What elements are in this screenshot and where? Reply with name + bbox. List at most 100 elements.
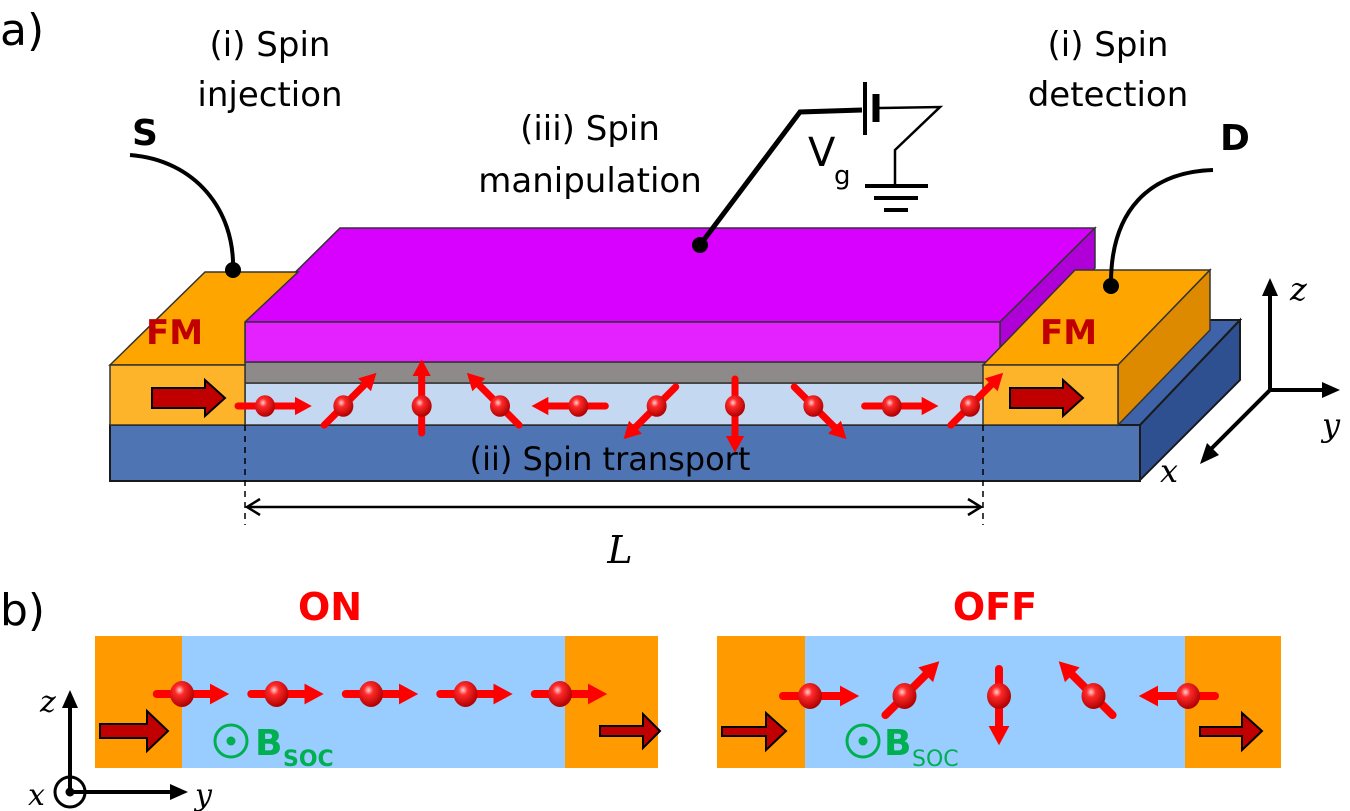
spin-1 [320, 372, 377, 429]
source-wire [129, 153, 236, 271]
magnetization-arrow-off-right [1199, 710, 1264, 753]
spin-arrowhead [304, 683, 324, 705]
spin-3 [1058, 661, 1117, 720]
off-state-panel: B SOC [717, 636, 1281, 772]
spin-4 [531, 395, 609, 417]
panel-b-label: b) [0, 585, 45, 636]
spin-precession-a [234, 359, 1004, 453]
detection-label-2: detection [1028, 75, 1189, 115]
on-title: ON [298, 585, 362, 629]
axis-y-label: y [1320, 406, 1341, 444]
bsoc-sub-off: SOC [912, 747, 959, 772]
detection-label-1: (i) Spin [1048, 25, 1169, 65]
bsoc-out-of-plane-icon-off [845, 723, 881, 759]
axes-2d: z y x [28, 685, 213, 811]
electron-ball [646, 395, 667, 417]
on-state-panel: B SOC [95, 636, 662, 772]
spin-arrowhead [588, 683, 608, 705]
drain-label: D [1220, 118, 1250, 159]
magnetization-arrow-off-left [721, 710, 788, 753]
electron-ball [411, 395, 432, 417]
spin-0 [234, 395, 312, 417]
spin-arrowhead [493, 683, 513, 705]
bsoc-out-of-plane-icon [213, 723, 249, 759]
spin-arrowhead [358, 372, 377, 392]
gate-voltage-sub: g [834, 161, 851, 191]
axes-3d: z y x [1160, 270, 1341, 490]
spin-arrowhead [840, 685, 860, 707]
drain-wire [1108, 168, 1214, 287]
magnetization-arrow-on-right [599, 711, 662, 751]
electron-ball [333, 395, 354, 417]
gate-electrode [243, 226, 1097, 364]
electron-ball [1081, 683, 1106, 709]
axis-z-label: z [1289, 270, 1308, 308]
electron-ball [892, 683, 917, 709]
fm-right-label: FM [1040, 313, 1097, 353]
length-dimension: L [244, 425, 984, 572]
spin-7 [790, 383, 847, 440]
electron-ball [255, 395, 275, 417]
source-contact-dot [225, 262, 241, 278]
spin-3 [466, 372, 523, 429]
magnetization-arrow-left [151, 377, 227, 419]
off-title: OFF [953, 585, 1037, 629]
gate-contact-dot [692, 237, 708, 253]
injection-label-2: injection [197, 75, 342, 115]
spin-3 [436, 681, 513, 707]
panel-a-label: a) [0, 5, 44, 56]
spins-on [152, 681, 608, 707]
spin-4 [530, 681, 608, 707]
spin-2 [987, 665, 1011, 746]
spin-2 [411, 359, 432, 437]
transport-label: (ii) Spin transport [470, 440, 751, 478]
bsoc-label-on: B [255, 723, 282, 764]
gate-voltage-label: V [808, 130, 836, 176]
spin-arrowhead [466, 372, 486, 392]
length-label: L [606, 528, 632, 572]
electron-ball [170, 681, 194, 707]
manipulation-label-2: manipulation [478, 161, 702, 201]
spin-arrowhead [210, 683, 230, 705]
fm-source: FM [108, 271, 300, 426]
electron-ball [490, 395, 510, 417]
bsoc-sub-on: SOC [283, 747, 334, 772]
spin-arrowhead [828, 420, 847, 440]
spin-arrowhead [623, 420, 642, 440]
gate-circuit: V g [692, 82, 944, 253]
spin-1 [881, 661, 940, 720]
fm-right-off [1185, 636, 1281, 768]
spin-arrowhead [531, 396, 549, 416]
spin-arrowhead [295, 396, 312, 416]
spin-5 [623, 383, 680, 440]
electron-ball [359, 681, 383, 707]
spin-arrowhead [918, 661, 940, 683]
fm-drain: FM [981, 268, 1212, 427]
magnetization-arrow-right [1009, 377, 1085, 419]
spin-0 [152, 681, 230, 707]
electron-ball [548, 681, 572, 707]
manipulation-label-1: (iii) Spin [520, 109, 660, 149]
spin-arrowhead [1138, 685, 1158, 707]
axis-y-2d-label: y [193, 778, 213, 811]
spin-arrowhead [399, 683, 419, 705]
spin-arrowhead [725, 436, 745, 453]
electron-ball [568, 395, 589, 417]
electron-ball [881, 395, 902, 417]
spin-6 [725, 375, 745, 453]
source-label: S [132, 113, 158, 154]
bsoc-label-off: B [884, 723, 911, 764]
spin-0 [779, 683, 860, 709]
drain-contact-dot [1103, 278, 1119, 294]
magnetization-arrow-on-left [99, 708, 170, 754]
electron-ball [798, 683, 822, 709]
electron-ball [1176, 683, 1200, 709]
axis-x-label: x [1160, 452, 1178, 490]
injection-label-1: (i) Spin [210, 25, 331, 65]
spin-arrowhead [412, 359, 431, 376]
electron-ball [264, 681, 289, 707]
axis-z-2d-label: z [39, 685, 56, 720]
dielectric-layer [244, 361, 986, 384]
electron-ball [803, 395, 824, 417]
spin-arrowhead [984, 372, 1004, 392]
